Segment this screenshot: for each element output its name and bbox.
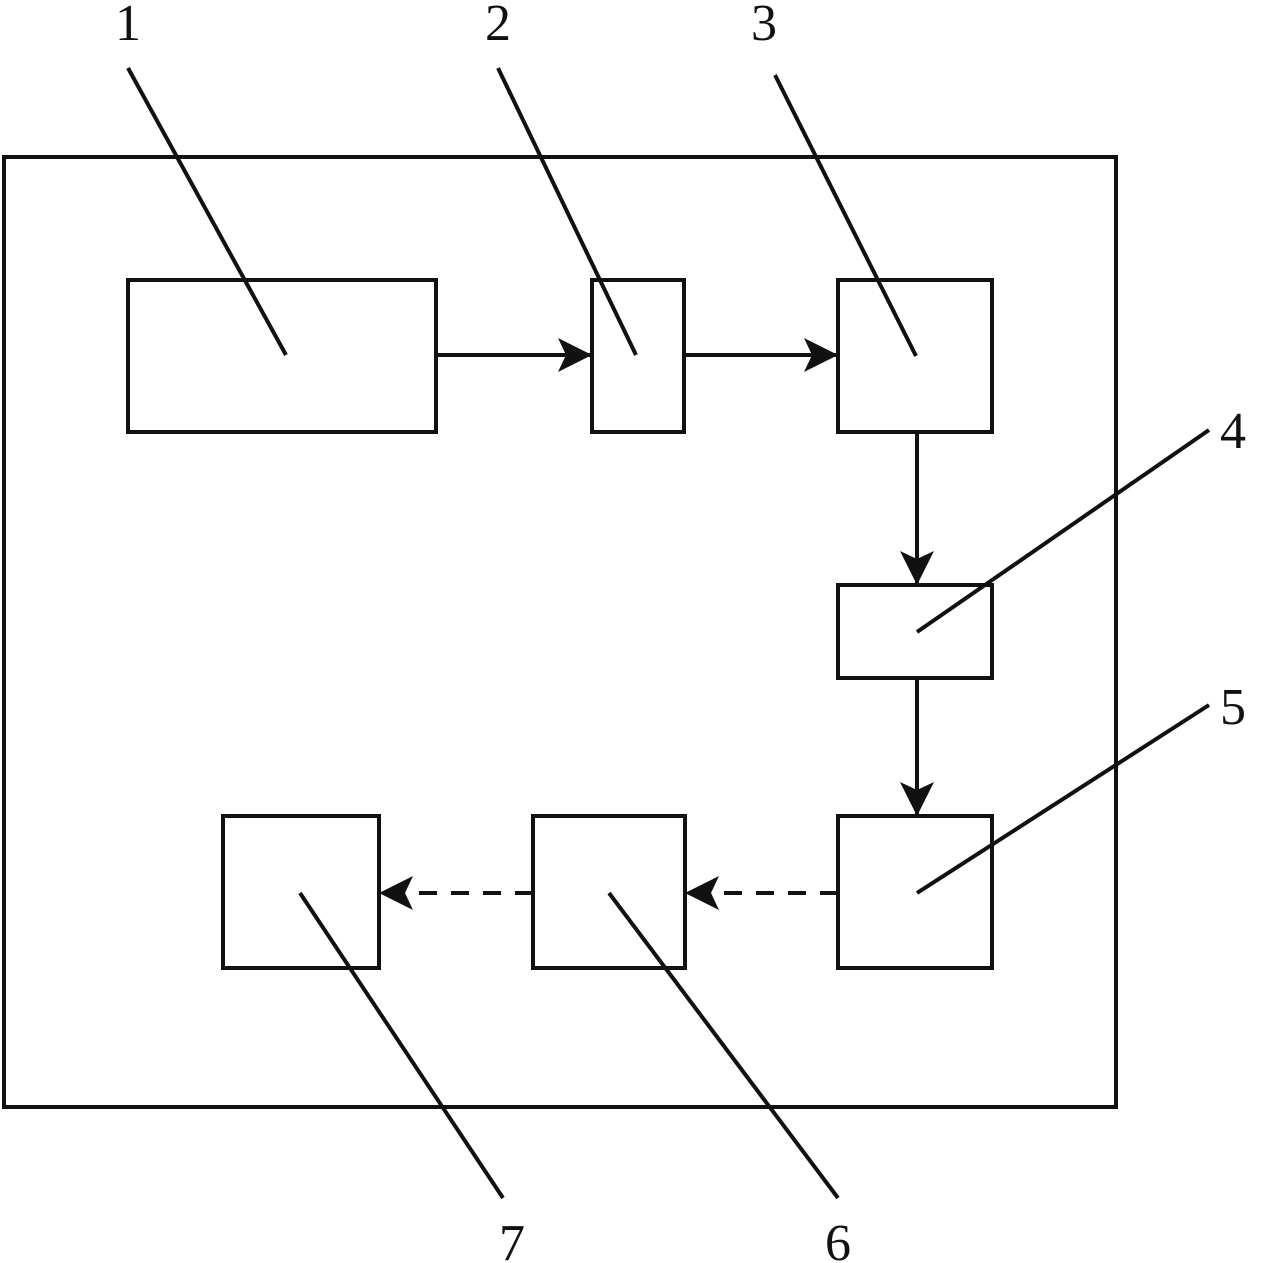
- outer-frame: [2, 155, 1118, 1109]
- label-3: 3: [751, 0, 777, 52]
- block-1: [126, 278, 438, 434]
- label-4: 4: [1220, 403, 1246, 460]
- block-7: [221, 814, 381, 970]
- block-6: [531, 814, 687, 970]
- leader-line-4: [915, 428, 1211, 634]
- leader-line-1: [126, 67, 288, 356]
- block-2: [590, 278, 686, 434]
- leader-line-2: [496, 67, 638, 356]
- label-6: 6: [825, 1215, 851, 1263]
- label-1: 1: [115, 0, 141, 52]
- leader-line-7: [298, 891, 505, 1200]
- label-7: 7: [499, 1215, 525, 1263]
- label-2: 2: [485, 0, 511, 52]
- leader-line-6: [607, 891, 840, 1200]
- block-5: [836, 814, 994, 970]
- leader-line-3: [773, 74, 918, 357]
- leader-line-5: [915, 703, 1211, 895]
- label-5: 5: [1220, 679, 1246, 736]
- block-4: [836, 583, 994, 680]
